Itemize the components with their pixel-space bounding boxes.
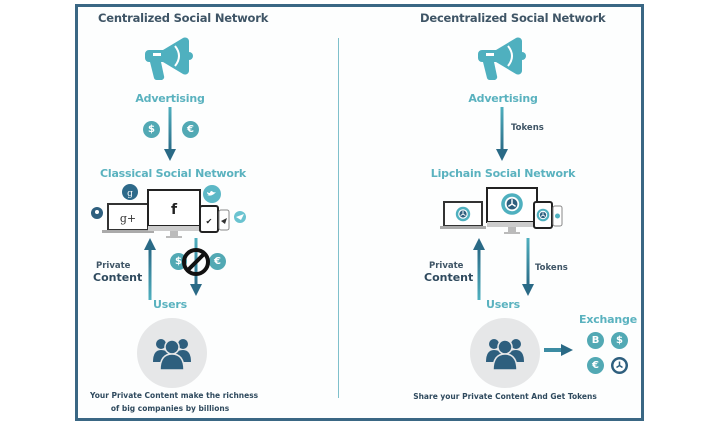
- content-label-left: Content: [93, 271, 143, 284]
- euro-coin-icon: €: [209, 253, 226, 270]
- decentralized-title: Decentralized Social Network: [420, 11, 606, 25]
- svg-text:g: g: [127, 189, 133, 199]
- users-label-right: Users: [486, 298, 520, 311]
- megaphone-icon: [478, 36, 528, 82]
- google-plus-icon: g+: [120, 212, 136, 225]
- private-label-left: Private: [96, 261, 131, 271]
- up-arrow-icon: [473, 238, 485, 300]
- lipchain-token-icon: [536, 208, 550, 222]
- euro-coin-icon: €: [587, 357, 604, 374]
- users-group-icon: [152, 336, 192, 370]
- devices-illustration: g+ f ✔ g: [91, 184, 246, 238]
- up-arrow-icon: [144, 238, 156, 300]
- lipchain-token-icon: [500, 192, 524, 216]
- down-arrow-icon: [164, 107, 176, 161]
- advertising-label-right: Advertising: [468, 92, 538, 105]
- decentralized-caption: Share your Private Content And Get Token…: [413, 392, 597, 401]
- private-label-right: Private: [429, 261, 464, 271]
- content-label-right: Content: [424, 271, 474, 284]
- google-plus-bubble-icon: [122, 184, 138, 200]
- lipchain-network-label: Lipchain Social Network: [430, 167, 576, 180]
- centralized-caption: Your Private Content make the richness o…: [90, 389, 259, 415]
- advertising-label-left: Advertising: [135, 92, 205, 105]
- exchange-label: Exchange: [579, 313, 637, 326]
- down-arrow-icon: [522, 238, 534, 296]
- users-group-icon: [485, 336, 525, 370]
- lipchain-token-icon: [455, 206, 471, 222]
- tokens-label-bottom: Tokens: [535, 263, 568, 273]
- classical-network-label: Classical Social Network: [100, 167, 247, 180]
- centralized-title: Centralized Social Network: [98, 11, 269, 25]
- users-label-left: Users: [153, 298, 187, 311]
- bitcoin-coin-icon: B: [587, 332, 604, 349]
- facebook-icon: f: [171, 202, 178, 218]
- prohibited-icon: [182, 248, 210, 276]
- lipchain-token-icon: [611, 357, 628, 374]
- down-arrow-icon: [496, 107, 508, 161]
- caption-line-2: of big companies by billions: [110, 404, 230, 413]
- megaphone-icon: [145, 36, 195, 82]
- tokens-label-top: Tokens: [511, 123, 544, 133]
- lipchain-devices-illustration: [440, 187, 563, 234]
- caption-line-1: Your Private Content make the richness: [90, 391, 259, 400]
- right-arrow-icon: [544, 344, 573, 356]
- dollar-coin-icon: $: [611, 332, 628, 349]
- dollar-coin-icon: $: [143, 121, 160, 138]
- svg-text:✔: ✔: [206, 217, 213, 226]
- euro-coin-icon: €: [182, 121, 199, 138]
- center-divider: [338, 38, 339, 398]
